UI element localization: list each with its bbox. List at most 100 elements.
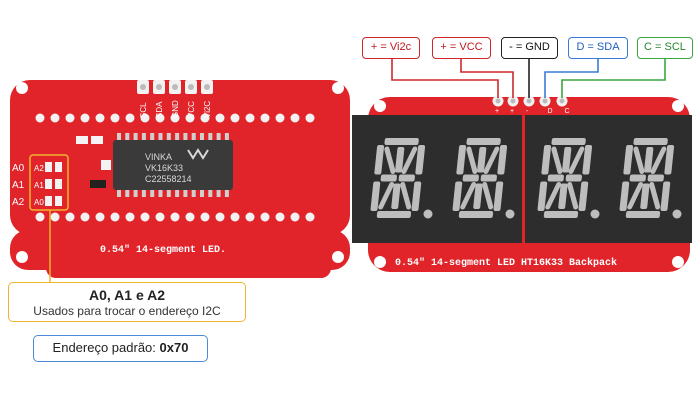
jumper-label: A0 — [34, 198, 44, 207]
solder-pad — [245, 113, 255, 123]
header-mark: + — [510, 108, 514, 115]
segment — [415, 145, 426, 175]
segment — [452, 181, 463, 211]
left-pin-labels: SCL SDA GND VCC Vi2C — [139, 100, 212, 118]
solder-pad — [290, 212, 300, 222]
chip-leg — [224, 190, 229, 197]
segment — [456, 145, 467, 175]
header-mark: + — [495, 108, 499, 115]
pin-label-scl: SCL — [139, 102, 148, 118]
address-jumpers: A0 A1 A2 A2 A1 A0 — [12, 154, 69, 211]
chip-leg — [133, 133, 138, 140]
segment — [582, 145, 593, 175]
header-pin-hole — [188, 84, 194, 90]
chip-leg — [117, 133, 121, 140]
wire-vcc — [460, 59, 514, 98]
segment — [650, 146, 667, 174]
segment — [482, 182, 494, 210]
chip-leg — [133, 190, 138, 197]
decimal-point — [505, 209, 515, 219]
segment — [384, 146, 396, 174]
decimal-point — [590, 209, 600, 219]
segment — [567, 182, 579, 210]
header-pin-hole — [204, 84, 210, 90]
wire-scl — [561, 59, 666, 98]
segment — [551, 146, 563, 174]
segment — [400, 182, 412, 210]
segment — [623, 145, 634, 175]
jumper-pad — [45, 179, 52, 189]
segment — [633, 138, 668, 145]
pin-wires — [391, 59, 666, 98]
segment — [541, 145, 552, 175]
segment — [633, 146, 645, 174]
segment-digits — [370, 138, 682, 219]
solder-pad — [305, 113, 315, 123]
segment — [480, 174, 497, 182]
pin-label-vi2c: Vi2C — [203, 101, 212, 118]
solder-pad — [260, 113, 270, 123]
chip-leg — [150, 190, 155, 197]
header-mark: C — [564, 108, 569, 115]
left-silkscreen: 0.54" 14-segment LED. — [100, 244, 226, 256]
solder-pad — [215, 212, 225, 222]
mounting-hole — [672, 256, 684, 268]
mounting-hole — [374, 256, 386, 268]
segment — [391, 183, 401, 209]
chip-leg — [158, 190, 163, 197]
chip-leg — [200, 133, 204, 140]
solder-pad — [185, 113, 195, 123]
wire-sda — [544, 59, 599, 98]
segment — [380, 174, 397, 182]
chip-leg — [208, 190, 213, 197]
mounting-hole — [16, 82, 28, 94]
right-pcb: + + - D C 0.54" 14-segment LED HT16K33 B… — [352, 95, 692, 272]
header-pin-hole — [526, 98, 532, 104]
segment — [460, 182, 477, 210]
segment — [458, 211, 494, 218]
chip-leg — [208, 133, 213, 140]
header-pin-hole — [559, 98, 565, 104]
pin-callout-vcc: + = VCC — [432, 37, 491, 59]
segment — [543, 211, 579, 218]
segment — [558, 183, 568, 209]
smd-component — [90, 180, 106, 188]
segment — [551, 138, 586, 145]
smd-component — [101, 160, 111, 170]
solder-pad — [65, 113, 75, 123]
smd-component — [76, 136, 88, 144]
chip-text-line1: VINKA — [145, 152, 172, 162]
segment — [664, 145, 675, 175]
segment — [384, 138, 419, 145]
segment — [647, 174, 664, 182]
header-pin-hole — [172, 84, 178, 90]
mounting-hole — [374, 100, 386, 112]
decimal-point — [423, 209, 433, 219]
solder-pad — [260, 212, 270, 222]
pin-callout-vi2c: + = Vi2c — [362, 37, 420, 59]
mounting-hole — [332, 82, 344, 94]
jumper-pad — [55, 179, 62, 189]
segment — [627, 182, 644, 210]
mounting-hole — [672, 100, 684, 112]
segment — [547, 174, 564, 182]
segment-digit — [370, 138, 426, 218]
pin-callout-scl: C = SCL — [637, 37, 693, 59]
solder-pad — [80, 113, 90, 123]
segment — [398, 174, 415, 182]
solder-pad — [50, 113, 60, 123]
chip-leg — [166, 133, 171, 140]
header-pin-hole — [542, 98, 548, 104]
left-pcb-lower — [10, 230, 350, 270]
segment — [565, 174, 582, 182]
segment — [537, 181, 548, 211]
segment — [493, 181, 504, 211]
jumper-pad — [45, 162, 52, 172]
segment — [466, 138, 501, 145]
solder-pad — [95, 212, 105, 222]
segment — [562, 147, 572, 173]
left-pcb: VINKA VK16K33 C22558214 A0 A1 A2 A2 A1 A… — [10, 80, 350, 282]
pin-label-gnd: GND — [171, 100, 180, 118]
solder-pad — [305, 212, 315, 222]
segment — [401, 146, 418, 174]
